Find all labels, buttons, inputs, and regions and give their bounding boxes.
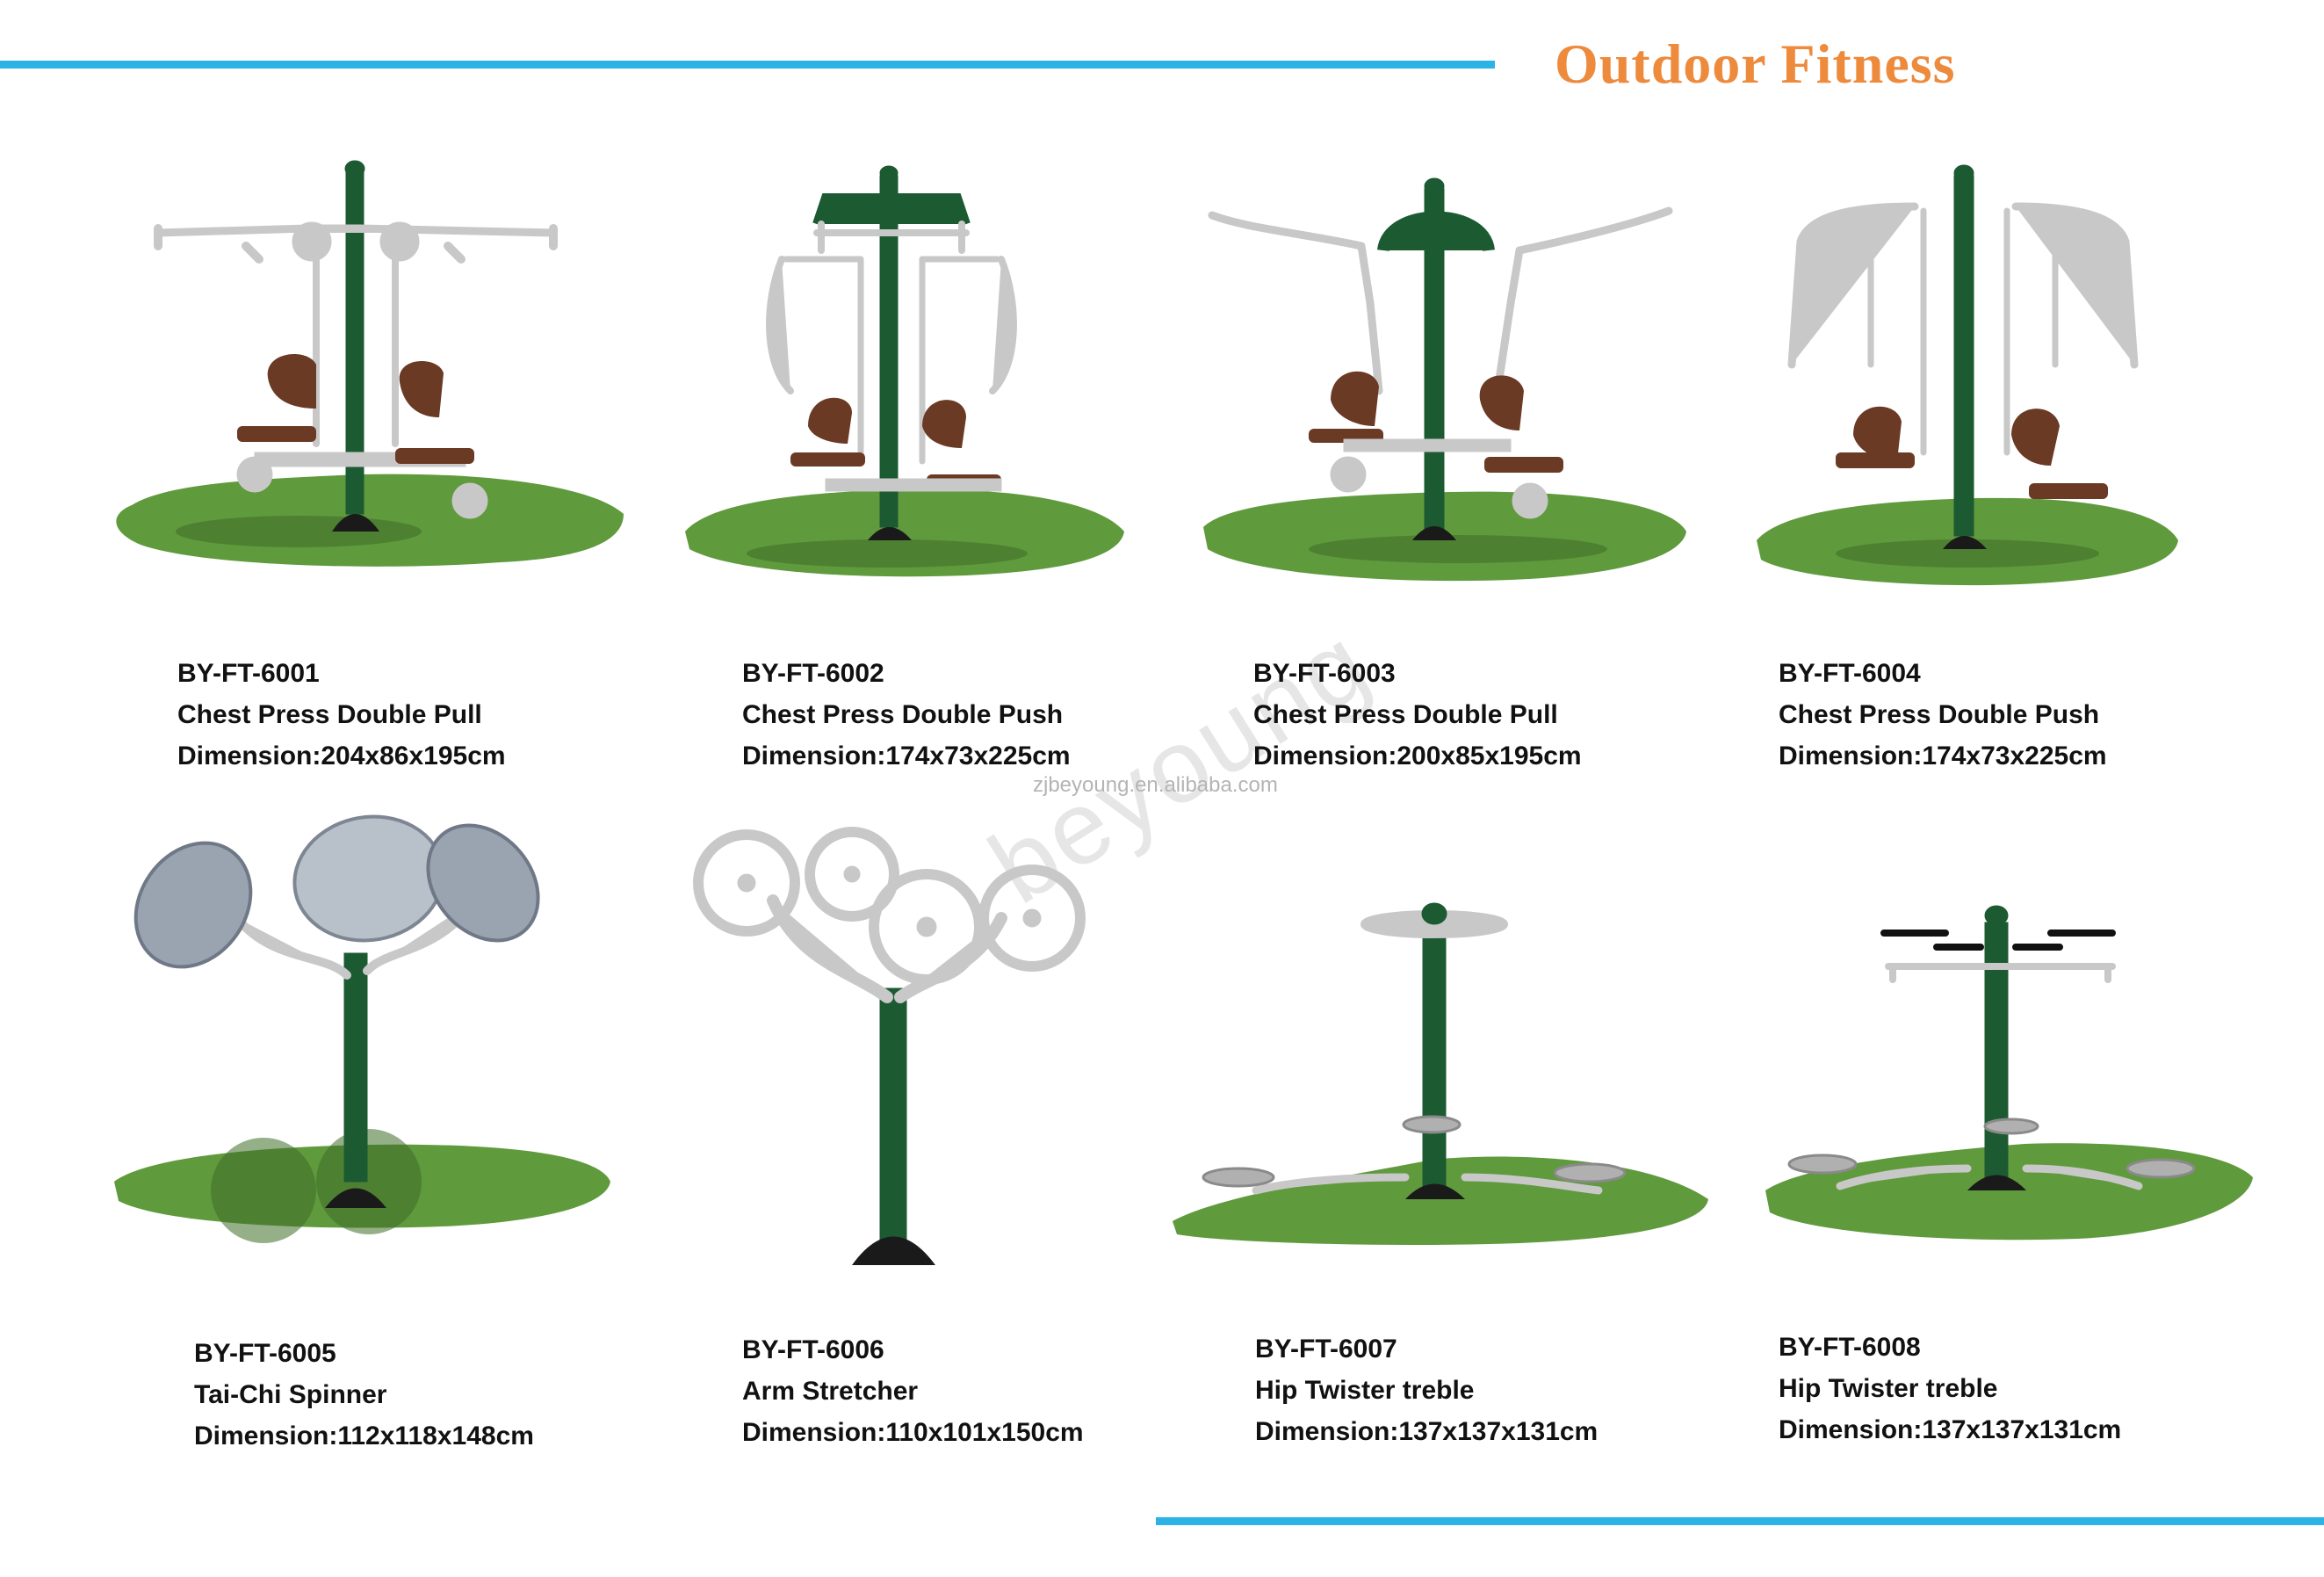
product-dimension: Dimension:204x86x195cm <box>177 741 506 770</box>
product-dimension: Dimension:174x73x225cm <box>742 741 1071 770</box>
product-dimension: Dimension:137x137x131cm <box>1779 1415 2122 1444</box>
product-image-chest-press-double-pull <box>116 160 624 567</box>
product-image-hip-twister-treble <box>1765 905 2253 1241</box>
bottom-accent-line <box>1156 1517 2324 1525</box>
product-name: Hip Twister treble <box>1779 1374 1998 1403</box>
product-dimension: Dimension:174x73x225cm <box>1779 741 2107 770</box>
product-code: BY-FT-6005 <box>194 1339 336 1368</box>
product-image-arm-stretcher <box>693 827 1086 1265</box>
product-code: BY-FT-6006 <box>742 1335 884 1364</box>
product-name: Tai-Chi Spinner <box>194 1380 387 1409</box>
product-dimension: Dimension:112x118x148cm <box>194 1421 534 1450</box>
product-code: BY-FT-6003 <box>1253 659 1396 688</box>
product-code: BY-FT-6001 <box>177 659 320 688</box>
product-code: BY-FT-6008 <box>1779 1333 1921 1362</box>
product-name: Chest Press Double Push <box>742 700 1064 729</box>
product-code: BY-FT-6007 <box>1255 1335 1397 1364</box>
product-dimension: Dimension:200x85x195cm <box>1253 741 1582 770</box>
top-accent-line <box>0 61 1495 69</box>
page-title: Outdoor Fitness <box>1555 33 1956 95</box>
product-image-tai-chi-spinner <box>114 814 610 1243</box>
product-image-chest-press-double-push <box>685 165 1124 577</box>
product-name: Chest Press Double Push <box>1779 700 2100 729</box>
product-name: Arm Stretcher <box>742 1377 919 1406</box>
product-name: Hip Twister treble <box>1255 1376 1475 1405</box>
product-name: Chest Press Double Pull <box>1253 700 1558 729</box>
product-name: Chest Press Double Pull <box>177 700 482 729</box>
product-code: BY-FT-6002 <box>742 659 884 688</box>
product-dimension: Dimension:110x101x150cm <box>742 1418 1084 1447</box>
product-dimension: Dimension:137x137x131cm <box>1255 1417 1599 1446</box>
product-image-hip-twister-treble <box>1173 902 1708 1245</box>
product-image-chest-press-double-push <box>1757 164 2178 586</box>
product-code: BY-FT-6004 <box>1779 659 1921 688</box>
product-image-chest-press-double-pull <box>1203 177 1686 582</box>
watermark-url: zjbeyoung.en.alibaba.com <box>1033 773 1278 797</box>
